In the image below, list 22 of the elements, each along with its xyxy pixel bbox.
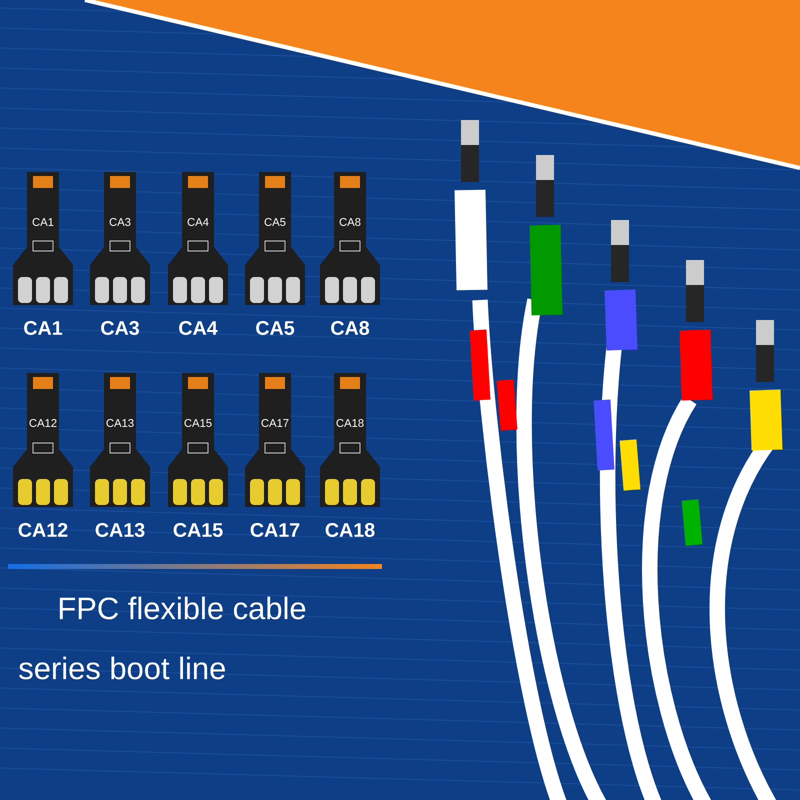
board-print: CA17	[262, 419, 288, 427]
caption-text: series boot line	[19, 656, 225, 680]
connector-label: CA15	[174, 523, 223, 537]
connector-label: CA8	[331, 321, 370, 335]
connector-label: CA5	[256, 321, 294, 335]
board-print: CA1	[32, 218, 54, 226]
board-print: CA12	[30, 419, 56, 427]
board-print: CA3	[110, 218, 130, 226]
connector-label: CA17	[250, 523, 300, 537]
connector-label: CA4	[179, 321, 218, 335]
board-print: CA5	[264, 218, 286, 226]
board-print: CA18	[336, 419, 364, 427]
connector-label: CA13	[96, 523, 144, 537]
board-print: CA15	[184, 419, 212, 427]
board-print: CA8	[340, 218, 360, 226]
board-print: CA13	[106, 419, 134, 427]
connector-label: CA18	[326, 523, 375, 537]
connector-label: CA12	[18, 523, 68, 537]
board-print: CA4	[188, 218, 209, 226]
connector-label: CA3	[101, 321, 139, 335]
connector-label: CA1	[24, 321, 62, 335]
caption-text: FPC flexible cable	[60, 596, 306, 620]
